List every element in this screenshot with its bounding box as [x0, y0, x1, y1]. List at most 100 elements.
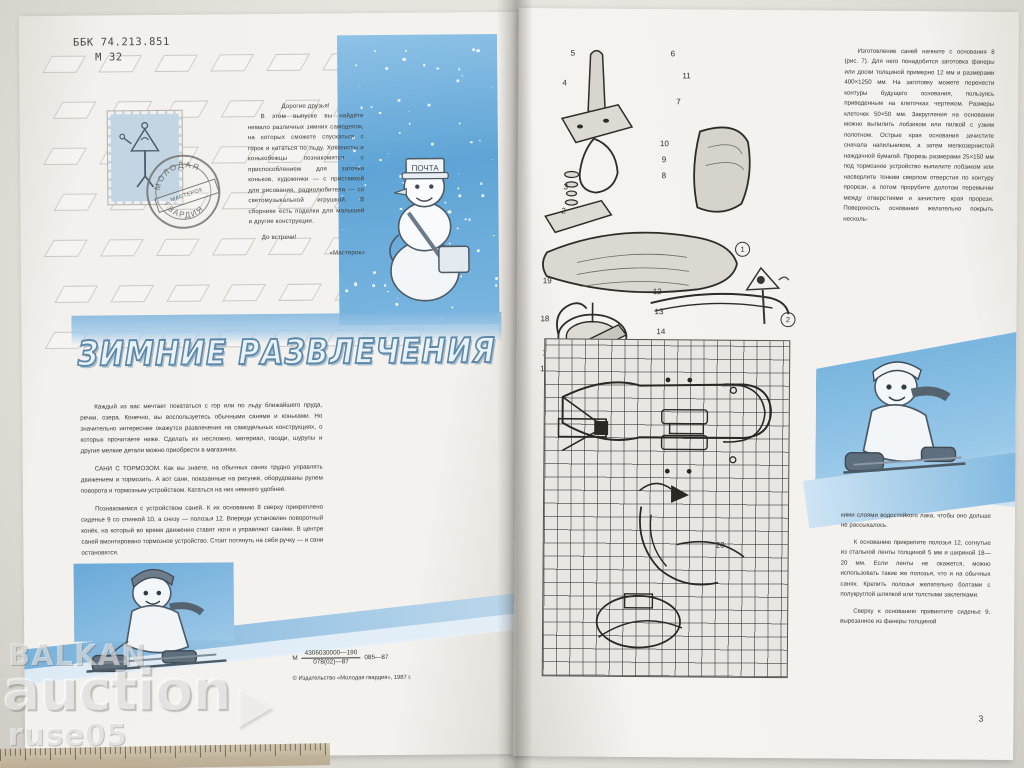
snowflake-dot [495, 284, 498, 287]
ruler-tick [80, 747, 81, 754]
chevron-shape [54, 194, 98, 211]
sledding-boy-illustration [66, 562, 277, 684]
sledding-boy-icon [66, 562, 277, 684]
ruler-tick [45, 748, 46, 755]
left-body-text: Каждый из вас мечтает покататься с гор и… [80, 400, 323, 567]
ruler-tick [285, 744, 286, 751]
intro-paragraph: В этом выпуске вы найдёте немало различн… [248, 112, 365, 228]
ruler-tick [125, 747, 126, 759]
ruler-tick [170, 746, 171, 753]
ruler-tick [155, 746, 156, 753]
snowflake-dot [492, 159, 493, 160]
chevron-shape [110, 285, 154, 302]
snowflake-dot [457, 80, 460, 83]
snowflake-dot [396, 303, 399, 306]
ruler-tick [70, 748, 71, 755]
intro-signature: «Мастерок» [249, 248, 365, 259]
ruler-tick [205, 745, 206, 752]
ruler-tick [250, 745, 251, 757]
ruler-tick [235, 745, 236, 752]
grid-pattern-drawing: 20 [542, 338, 791, 678]
bbk-line-1: ББК 74.213.851 [73, 35, 170, 51]
ruler-tick [105, 747, 106, 754]
snowflake-dot [493, 235, 494, 236]
part-number-14: 14 [656, 327, 665, 336]
ruler-tick [160, 746, 161, 753]
right-top-paragraph-1: Изготовление саней начните с основания 8… [843, 47, 994, 226]
part-number-19: 19 [543, 276, 552, 285]
snowman-postman-icon: ПОЧТА [372, 142, 483, 303]
right-bottom-paragraph-3: Сверху к основанию привинтите сиденье 9,… [840, 606, 990, 628]
ruler-tick [290, 744, 291, 751]
ruler-tick [15, 749, 16, 756]
snowflake-dot [398, 99, 401, 102]
ruler-tick [255, 744, 256, 751]
snowflake-dot [385, 67, 388, 70]
chevron-shape [266, 54, 310, 71]
snowflake-dot [436, 67, 438, 69]
ruler-tick [310, 743, 311, 750]
snowflake-dot [405, 50, 407, 52]
snowflake-dot [359, 85, 360, 86]
body-paragraph-1: Каждый из вас мечтает покататься с гор и… [80, 400, 322, 457]
snowflake-dot [476, 49, 479, 52]
snowflake-dot [364, 184, 366, 186]
snowflake-dot [371, 106, 373, 108]
page-title-text: ЗИМНИЕ РАЗВЛЕЧЕНИЯ [78, 330, 494, 374]
snowflake-dot [355, 64, 357, 66]
ruler-tick [195, 745, 196, 752]
copyright-line: © Издательство «Молодая гвардия», 1987 г… [293, 674, 508, 682]
part-number-8: 8 [662, 171, 667, 180]
snowman-hat-label: ПОЧТА [412, 164, 440, 173]
chevron-shape [210, 54, 254, 71]
ruler-tick [210, 745, 211, 752]
part-number-18: 18 [540, 314, 549, 323]
ruler-tick [295, 744, 296, 751]
snowflake-dot [492, 87, 493, 88]
snowflake-dot [459, 69, 460, 70]
page-number: 3 [978, 714, 983, 724]
chevron-shape [53, 102, 97, 119]
ruler-tick [65, 748, 66, 755]
ruler-tick [325, 743, 326, 755]
ruler-tick [180, 746, 181, 753]
part-number-10: 10 [660, 139, 669, 148]
ruler-tick [100, 747, 101, 759]
stick-figure-icon [734, 258, 799, 327]
ruler-tick [220, 745, 221, 752]
ruler-tick [320, 743, 321, 750]
part-number-12: 12 [653, 287, 662, 296]
intro-letter: Дорогие друзья! В этом выпуске вы найдёт… [248, 101, 365, 260]
part-number-7: 7 [676, 97, 681, 106]
snowflake-dot [428, 104, 431, 107]
ruler-tick [265, 744, 266, 751]
snowflake-dot [408, 111, 409, 112]
body-paragraph-2: САНИ С ТОРМОЗОМ. Как вы знаете, на обычн… [81, 462, 323, 497]
ruler-tick [165, 746, 166, 753]
part-number-2: 2 [561, 206, 566, 215]
imprint-fraction: 4306030000—190 078(02)—87 [302, 649, 361, 666]
ruler-tick [75, 748, 76, 760]
part-number-6: 6 [671, 49, 676, 58]
sled-base-plan-icon [543, 339, 790, 676]
snowflake-dot [354, 283, 357, 286]
ruler-tick [120, 747, 121, 754]
ruler-tick [85, 747, 86, 754]
ruler-tick [230, 745, 231, 752]
chevron-shape [44, 240, 88, 257]
ruler-tick [25, 748, 26, 760]
ruler-tick [175, 746, 176, 758]
chevron-shape [156, 239, 200, 256]
ruler-tick [95, 747, 96, 754]
ruler-tick [300, 744, 301, 756]
postmark-cancellation: МОЛОДАЯ ГВАРДИЯ МАСТЕРОК [141, 150, 225, 234]
ruler-tick [200, 745, 201, 757]
chevron-shape [54, 286, 98, 303]
chevron-shape [278, 284, 322, 301]
figure-marker-1: 1 [735, 242, 750, 257]
ruler-tick [145, 746, 146, 753]
ruler-tick [275, 744, 276, 756]
ruler-tick [140, 746, 141, 753]
ruler-tick [40, 748, 41, 755]
ruler-tick [20, 749, 21, 756]
